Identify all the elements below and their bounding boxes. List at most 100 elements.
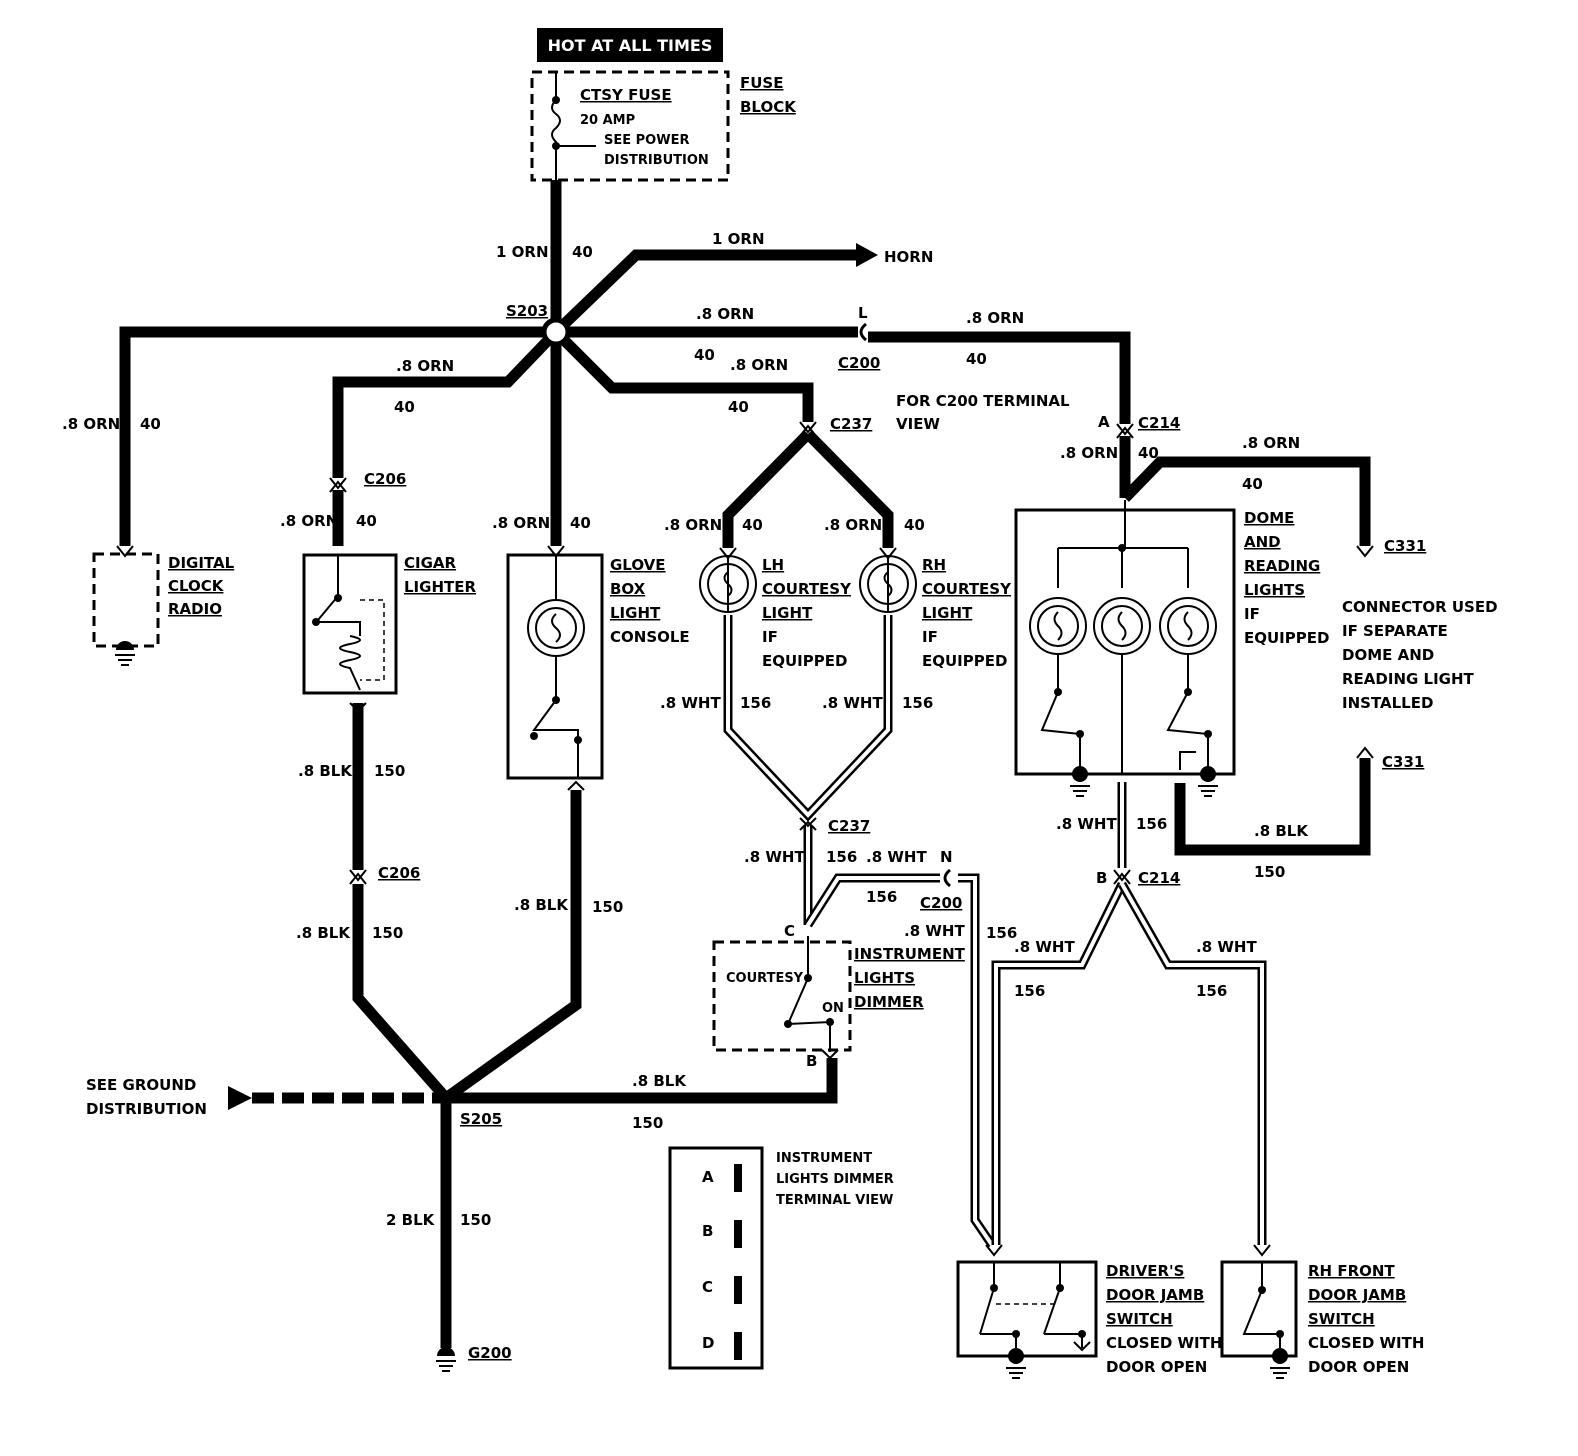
c214-bottom-label: C214: [1138, 869, 1180, 887]
fuse-icon: [551, 72, 596, 180]
dome-label-6: EQUIPPED: [1244, 629, 1329, 647]
c331-bottom-label: C331: [1382, 753, 1424, 771]
c200-pin-n: N: [940, 848, 953, 866]
wire-label-lh-wht: .8 WHT: [660, 694, 721, 712]
wire-label-glove-blk: .8 BLK: [514, 896, 569, 914]
connector-marks: [329, 317, 1374, 1104]
digital-clock-box: [92, 552, 160, 648]
glove-label-3: LIGHT: [610, 604, 661, 622]
circuit-40-c331: 40: [1242, 475, 1263, 493]
wire-label-drv-wht: .8 WHT: [1014, 938, 1075, 956]
lh-label-4: IF: [762, 628, 778, 646]
lh-label-3: LIGHT: [762, 604, 813, 622]
terminal-pin-b: B: [702, 1222, 713, 1240]
circuit-40-cigar: 40: [356, 512, 377, 530]
circuit-156-lh: 156: [740, 694, 771, 712]
wire-label-rhj-wht: .8 WHT: [1196, 938, 1257, 956]
wire-label-dome-orn: .8 ORN: [1060, 444, 1118, 462]
wire-label-cigar-blk: .8 BLK: [298, 762, 353, 780]
c200-label: C200: [838, 354, 880, 372]
c331-note-5: INSTALLED: [1342, 694, 1433, 712]
c331-top-label: C331: [1384, 537, 1426, 555]
cigar-lighter-icon: [312, 556, 385, 691]
wire-cigar: [332, 328, 560, 478]
c331-note-4: READING LIGHT: [1342, 670, 1475, 688]
cigar-label-2: LIGHTER: [404, 578, 476, 596]
circuit-156-c237: 156: [826, 848, 857, 866]
dimmer-switch-icon: [784, 936, 839, 1060]
circuit-40-c200: 40: [694, 346, 715, 364]
c331-note-2: IF SEPARATE: [1342, 622, 1448, 640]
c206-top-label: C206: [364, 470, 406, 488]
hot-at-all-times-banner: [537, 28, 723, 62]
drv-label-5: DOOR OPEN: [1106, 1358, 1207, 1376]
drivers-jamb-box: [956, 1260, 1098, 1358]
circuit-40-lh: 40: [742, 516, 763, 534]
dome-lights-icon: [1029, 500, 1218, 797]
fuse-block-box: [530, 70, 730, 182]
rhj-label-2: DOOR JAMB: [1308, 1286, 1406, 1304]
ground-note-2: DISTRIBUTION: [86, 1100, 207, 1118]
dimmer-pin-b: B: [806, 1052, 817, 1070]
rh-label-4: IF: [922, 628, 938, 646]
wire-glove-blk: [442, 790, 582, 1103]
wire-label-rh-orn: .8 ORN: [824, 516, 882, 534]
glove-box-bulb-icon: [527, 555, 585, 778]
terminal-caption-1: INSTRUMENT: [776, 1151, 872, 1166]
horn-label: HORN: [884, 248, 933, 266]
drv-label-3: SWITCH: [1106, 1310, 1173, 1328]
fuse-block-label-2: BLOCK: [740, 98, 797, 116]
dome-label-5: IF: [1244, 605, 1260, 623]
circuit-156-dimmer: 156: [986, 924, 1017, 942]
clock-label-1: DIGITAL: [168, 554, 235, 572]
wire-c237: [552, 328, 814, 422]
s205-splice-icon: [440, 1092, 452, 1104]
dome-label-4: LIGHTS: [1244, 581, 1305, 599]
ground-note-1: SEE GROUND: [86, 1076, 196, 1094]
dome-label-3: READING: [1244, 557, 1320, 575]
dome-label-2: AND: [1244, 533, 1281, 551]
wire-c331: [1121, 456, 1371, 546]
drv-label-2: DOOR JAMB: [1106, 1286, 1204, 1304]
dimmer-label-2: LIGHTS: [854, 969, 915, 987]
drv-label-4: CLOSED WITH: [1106, 1334, 1222, 1352]
circuit-156-rh: 156: [902, 694, 933, 712]
wire-label-c331-orn: .8 ORN: [1242, 434, 1300, 452]
dimmer-pin-c: C: [784, 922, 795, 940]
circuit-40-glove: 40: [570, 514, 591, 532]
glove-label-4: CONSOLE: [610, 628, 690, 646]
lh-label-1: LH: [762, 556, 784, 574]
wire-label-c200n-wht: .8 WHT: [866, 848, 927, 866]
power-wires: [119, 180, 1371, 1348]
circuit-40-clock: 40: [140, 415, 161, 433]
wire-label-clock-orn: .8 ORN: [62, 415, 120, 433]
drv-label-1: DRIVER'S: [1106, 1262, 1184, 1280]
glove-label-1: GLOVE: [610, 556, 666, 574]
circuit-150-c331: 150: [1254, 863, 1285, 881]
wire-label-c214-orn: .8 ORN: [966, 309, 1024, 327]
g200-ground-icon: [437, 1347, 455, 1356]
c331-note-1: CONNECTOR USED: [1342, 598, 1498, 616]
s205-label: S205: [460, 1110, 502, 1128]
dimmer-courtesy: COURTESY: [726, 971, 804, 986]
wire-label-c237-orn: .8 ORN: [730, 356, 788, 374]
circuit-150-glove: 150: [592, 898, 623, 916]
wire-label-2blk: 2 BLK: [386, 1211, 436, 1229]
rh-jamb-box: [1220, 1260, 1298, 1358]
c200-note-1: FOR C200 TERMINAL: [896, 392, 1070, 410]
wire-label-lh-orn: .8 ORN: [664, 516, 722, 534]
c331-note-3: DOME AND: [1342, 646, 1434, 664]
rh-label-2: COURTESY: [922, 580, 1012, 598]
title: HOT AT ALL TIMES: [548, 36, 713, 55]
wire-label-dome-wht: .8 WHT: [1056, 815, 1117, 833]
clock-label-2: CLOCK: [168, 577, 225, 595]
ground-dist-arrow-icon: [228, 1086, 252, 1110]
circuit-150-cigar-2: 150: [372, 924, 403, 942]
horn-arrow-icon: [856, 243, 878, 267]
circuit-40-cigar-top: 40: [394, 398, 415, 416]
c214-pin-a: A: [1098, 413, 1110, 431]
wire-clock: [119, 326, 556, 546]
circuit-150-dimmer: 150: [632, 1114, 663, 1132]
terminal-pin-c: C: [702, 1278, 713, 1296]
circuit-40-rh: 40: [904, 516, 925, 534]
